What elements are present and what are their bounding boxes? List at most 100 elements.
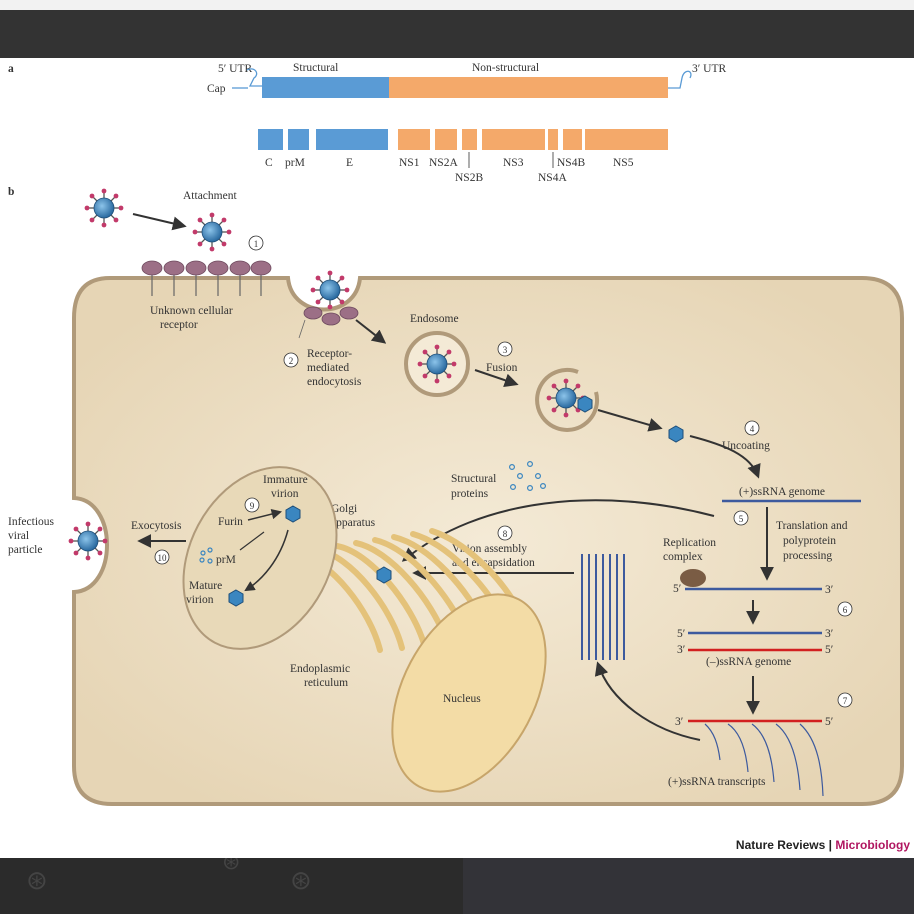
protein-prm: prM	[285, 157, 305, 169]
step-1: 1	[254, 239, 259, 249]
immature-label-2: virion	[271, 488, 299, 500]
protein-ns1: NS1	[399, 157, 420, 169]
genome-minus-label: (–)ssRNA genome	[706, 656, 791, 668]
receptor-label-1: Unknown cellular	[150, 305, 233, 317]
nucleus-label: Nucleus	[443, 693, 481, 705]
utr5-label: 5′ UTR	[218, 63, 252, 75]
rep-5prime: 5′	[673, 583, 681, 595]
structural-protein-dots	[509, 461, 546, 492]
infectious-label-3: particle	[8, 544, 42, 556]
related-thumbnail-right[interactable]	[463, 858, 914, 914]
nascent-transcripts	[704, 723, 824, 797]
endosome-label: Endosome	[410, 313, 459, 325]
attaching-virion	[191, 211, 233, 253]
utr5-loop	[246, 68, 262, 87]
figure-image: a 5′ UTR Cap Structural Non-structural 3…	[0, 58, 914, 858]
step-8: 8	[503, 529, 508, 539]
credit-journal: Nature Reviews	[735, 838, 826, 852]
utr3-loop	[668, 70, 692, 89]
furin-label: Furin	[218, 516, 243, 528]
step-3: 3	[503, 345, 508, 355]
block-e	[316, 129, 388, 150]
related-thumbnail-icon-1[interactable]: ⊛	[26, 866, 48, 896]
tx-3prime: 3′	[675, 716, 683, 728]
receptor-label-2: receptor	[160, 319, 198, 331]
protein-ns2b: NS2B	[455, 172, 483, 184]
golgi-label-2: apparatus	[331, 517, 376, 529]
protein-ns5: NS5	[613, 157, 634, 169]
panel-a-label: a	[8, 63, 14, 75]
block-c	[258, 129, 283, 150]
structural-label: Structural	[293, 62, 338, 74]
cellular-receptors	[141, 260, 272, 296]
golgi-label-1: Golgi	[331, 503, 357, 515]
credit-field: Microbiology	[835, 838, 910, 852]
protein-ns2a: NS2A	[429, 157, 458, 169]
replication-label-1: Replication	[663, 537, 716, 549]
cap-label: Cap	[207, 83, 226, 95]
protein-ns3: NS3	[503, 157, 524, 169]
step-6: 6	[843, 605, 848, 615]
polyprotein-blocks	[258, 129, 668, 150]
infectious-label-2: viral	[8, 530, 29, 542]
protein-ns4a: NS4A	[538, 172, 567, 184]
nucleus	[391, 593, 547, 793]
block-ns4b	[563, 129, 582, 150]
replication-complex	[680, 569, 706, 587]
immature-label-1: Immature	[263, 474, 308, 486]
structural-proteins-label-2: proteins	[451, 488, 489, 500]
exocytosis-label: Exocytosis	[131, 520, 182, 532]
transcripts-label: (+)ssRNA transcripts	[668, 776, 766, 788]
assembly-label-2: and encapsidation	[452, 557, 535, 569]
uncoating-label: Uncoating	[722, 440, 770, 452]
infectious-label-1: Infectious	[8, 516, 55, 528]
nonstructural-region	[389, 77, 668, 98]
protein-ns4b: NS4B	[557, 157, 585, 169]
top-browser-strip	[0, 0, 914, 10]
viewer-header-bar	[0, 10, 914, 58]
credit-separator: |	[825, 838, 836, 852]
free-virion	[83, 187, 125, 229]
translation-label-2: polyprotein	[783, 535, 836, 547]
pit-virion	[309, 269, 351, 311]
replication-label-2: complex	[663, 551, 703, 563]
endocytosis-label-1: Receptor-	[307, 348, 352, 360]
tx-5prime: 5′	[825, 716, 833, 728]
assembling-virion	[376, 566, 392, 584]
step-10: 10	[158, 553, 168, 563]
panel-b-label: b	[8, 186, 14, 198]
step-7: 7	[843, 696, 848, 706]
structural-region	[262, 77, 389, 98]
attachment-label: Attachment	[183, 190, 237, 202]
step-5: 5	[739, 514, 744, 524]
protein-c: C	[265, 157, 273, 169]
block-ns1	[398, 129, 430, 150]
block-ns5	[585, 129, 668, 150]
ds-5prime: 5′	[677, 628, 685, 640]
step-2: 2	[289, 356, 294, 366]
figure-credit: Nature Reviews | Microbiology	[736, 838, 910, 852]
infectious-virion	[67, 520, 109, 562]
fusion-label: Fusion	[486, 362, 518, 374]
protein-e: E	[346, 157, 353, 169]
fusing-endosome	[535, 368, 600, 432]
endocytosis-label-2: mediated	[307, 362, 349, 374]
block-ns3	[482, 129, 545, 150]
utr3-label: 3′ UTR	[692, 63, 726, 75]
related-images-strip[interactable]: ⊛ ⊛ ⊛	[0, 858, 914, 914]
ds-3prime: 3′	[677, 644, 685, 656]
structural-proteins-label-1: Structural	[451, 473, 496, 485]
genome-plus-label: (+)ssRNA genome	[739, 486, 825, 498]
ds-5prime-bottom: 5′	[825, 644, 833, 656]
step-4: 4	[750, 424, 755, 434]
block-ns4a	[548, 129, 558, 150]
prm-label: prM	[216, 554, 236, 566]
er-label-2: reticulum	[304, 677, 348, 689]
rna-bundle	[581, 554, 625, 660]
rep-3prime: 3′	[825, 584, 833, 596]
related-thumbnail-icon-3[interactable]: ⊛	[290, 866, 312, 896]
endocytosis-label-3: endocytosis	[307, 376, 362, 388]
related-thumbnail-icon-2[interactable]: ⊛	[222, 858, 241, 875]
step-9: 9	[250, 501, 255, 511]
nonstructural-label: Non-structural	[472, 62, 539, 74]
